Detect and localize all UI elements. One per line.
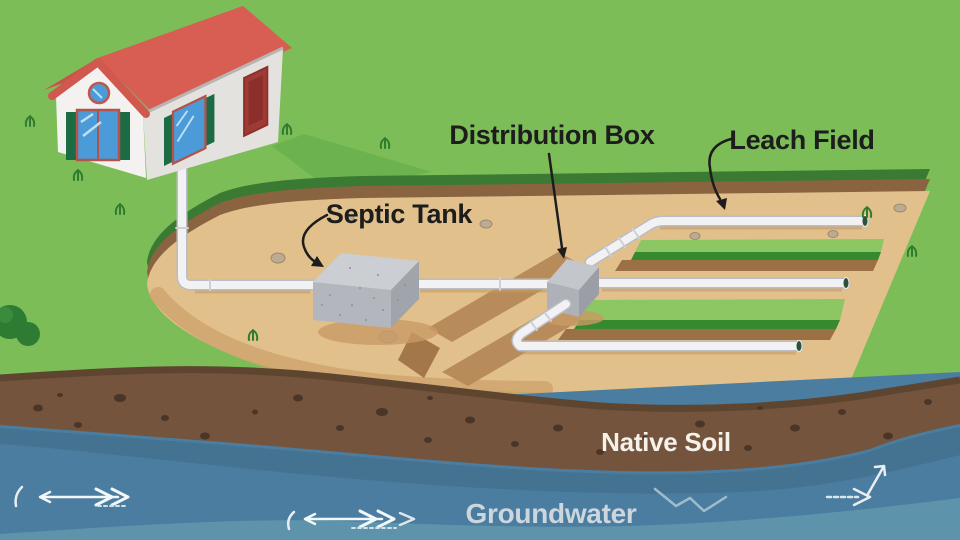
front-door: [243, 65, 269, 138]
house: [44, 6, 292, 180]
label-pointer-arrows: [301, 137, 733, 267]
side-window: [164, 93, 215, 166]
distribution-box-pointer: [547, 152, 564, 250]
tank-outlet-pipe: [406, 277, 558, 291]
soil-rocks: [33, 393, 932, 455]
groundwater-flow-arrows: [14, 464, 887, 531]
bush: [0, 305, 40, 346]
house-roof-front-slope: [98, 6, 292, 112]
attic-window-glint: [92, 88, 103, 99]
leach-field-pointer: [708, 137, 733, 201]
gable-window: [66, 108, 130, 162]
septic-tank-pointer: [301, 213, 329, 263]
groundwater-label: Groundwater: [465, 498, 637, 529]
septic-tank: [313, 253, 438, 345]
leach-field-strips: [558, 239, 884, 340]
leach-pipe-bottom: [511, 298, 804, 352]
grass-tufts: [24, 115, 918, 341]
distribution-box-label: Distribution Box: [449, 120, 655, 150]
soil-top-lip: [0, 366, 960, 412]
pipe-end-caps: [795, 215, 869, 352]
tank-speckles: [321, 267, 406, 321]
native-soil-layer: [0, 366, 960, 472]
septic-tank-label: Septic Tank: [325, 199, 473, 229]
eave-shadow: [142, 46, 284, 116]
water-zigzag: [653, 487, 728, 513]
pipe-shadows: [195, 226, 862, 355]
house-drain-pipe: [175, 159, 322, 291]
round-attic-window: [87, 81, 111, 105]
native-soil-label: Native Soil: [601, 427, 731, 457]
leach-pipe-top: [584, 215, 870, 268]
leach-field-label: Leach Field: [729, 125, 875, 155]
gable-roof-trim: [48, 58, 150, 118]
